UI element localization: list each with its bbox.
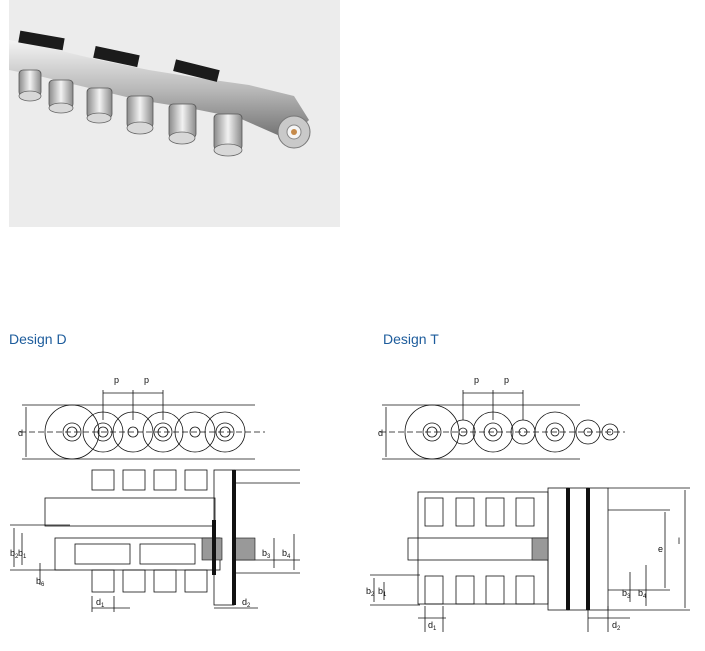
dim-b1-label: b1 <box>18 548 27 560</box>
dim-d-label: d <box>378 428 383 438</box>
dim-p1-label: p <box>474 375 479 385</box>
dim-b3-label: b3 <box>622 588 631 600</box>
dim-d2-label: d2 <box>242 597 251 609</box>
dim-p1-label: p <box>114 375 119 385</box>
dim-b3-label: b3 <box>262 548 271 560</box>
dim-b4-label: b4 <box>282 548 291 560</box>
dim-b2-label: b2 <box>10 548 19 560</box>
product-photo <box>9 0 340 227</box>
dim-p2-label: p <box>144 375 149 385</box>
dim-e-label: e <box>658 544 663 554</box>
design-t-drawing: d p p b2 b1 b3 b4 e l d1 d2 <box>366 375 690 632</box>
dim-b6-label: b6 <box>36 576 45 588</box>
dim-b1-label: b1 <box>378 586 387 598</box>
design-d-drawing: d p p b2 b1 b6 b3 b4 d1 d2 <box>10 375 300 612</box>
design-d-heading: Design D <box>9 331 67 347</box>
dim-l-label: l <box>678 536 680 546</box>
design-t-heading: Design T <box>383 331 439 347</box>
chain-photo-illustration <box>9 30 311 157</box>
dim-b4-label: b4 <box>638 588 647 600</box>
dim-d1-label: d1 <box>96 597 105 609</box>
dim-d1-label: d1 <box>428 620 437 632</box>
dim-b2-label: b2 <box>366 586 375 598</box>
dim-p2-label: p <box>504 375 509 385</box>
dim-d2-label: d2 <box>612 620 621 632</box>
dim-d-label: d <box>18 428 23 438</box>
